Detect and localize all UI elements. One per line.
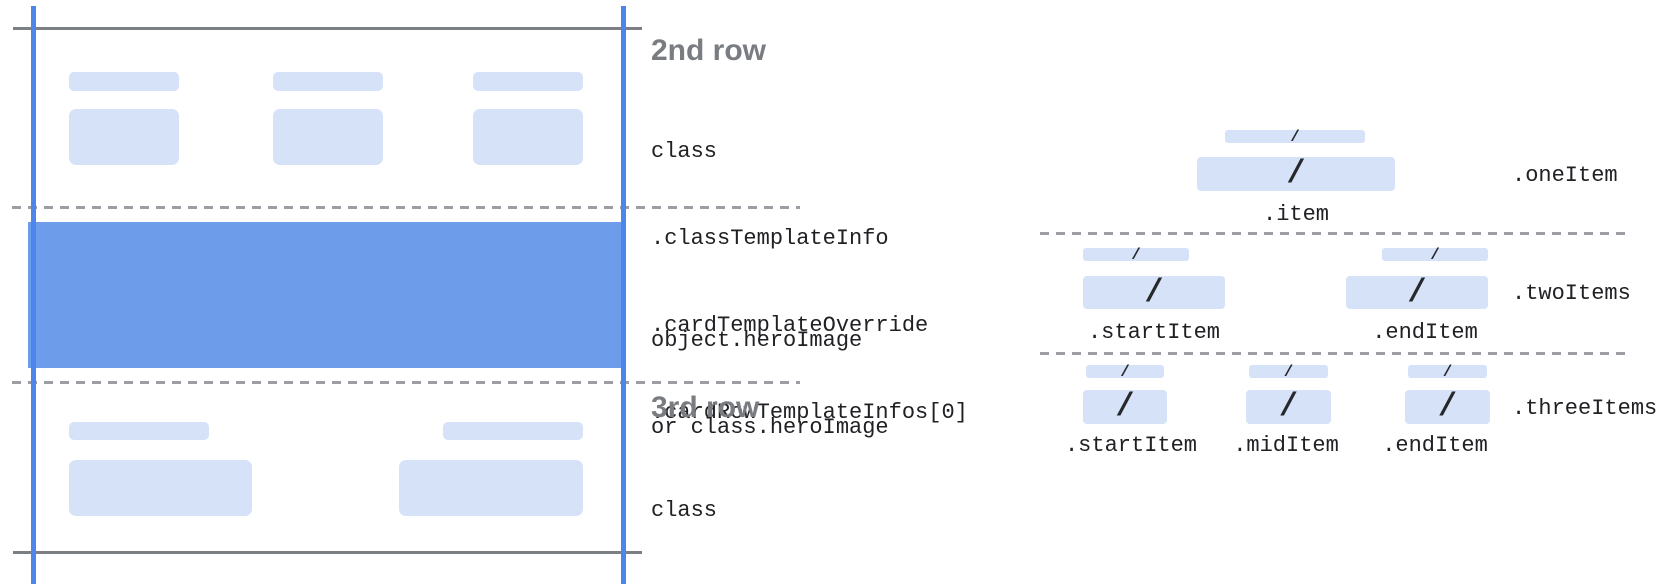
text-placeholder-slash: / xyxy=(1437,388,1458,425)
code-line: object.heroImage xyxy=(651,328,863,353)
item-label-bar: / xyxy=(1249,362,1328,381)
item-label-bar: / xyxy=(1086,362,1164,381)
item-value-bar: / xyxy=(1083,276,1225,309)
text-placeholder-slash: / xyxy=(1286,155,1306,192)
text-placeholder-slash: / xyxy=(1278,388,1299,425)
placeholder-chip xyxy=(69,109,179,165)
second-row-bottom-dashed-line xyxy=(12,206,800,209)
three-items-row-label: .threeItems xyxy=(1512,396,1658,421)
code-line: class xyxy=(651,139,718,164)
card-left-edge-line xyxy=(31,6,36,584)
item-label-bar: / xyxy=(1408,362,1487,381)
third-row-code-block: class .classTemplateInfo .cardTemplateOv… xyxy=(651,438,968,584)
placeholder-chip xyxy=(69,460,252,516)
text-placeholder-slash: / xyxy=(1430,245,1440,264)
text-placeholder-slash: / xyxy=(1120,362,1130,381)
text-placeholder-slash: / xyxy=(1442,362,1453,381)
card-right-edge-line xyxy=(621,6,626,584)
text-placeholder-slash: / xyxy=(1407,273,1427,311)
item-value-bar: / xyxy=(1246,390,1331,424)
diagram-dashed-separator xyxy=(1040,232,1630,235)
text-placeholder-slash: / xyxy=(1115,388,1135,425)
third-row-top-dashed-line xyxy=(12,381,800,384)
card-top-boundary-line xyxy=(13,27,642,30)
text-placeholder-slash: / xyxy=(1144,273,1164,311)
two-items-row-label: .twoItems xyxy=(1512,281,1631,306)
item-field-label: .endItem xyxy=(1372,320,1478,345)
code-line: .classTemplateInfo xyxy=(651,226,889,251)
text-placeholder-slash: / xyxy=(1283,362,1294,381)
item-value-bar: / xyxy=(1346,276,1488,309)
hero-image-code-block: object.heroImage or class.heroImage xyxy=(651,268,889,500)
placeholder-chip xyxy=(399,460,583,516)
item-label-bar: / xyxy=(1382,245,1488,264)
third-row-heading: 3rd row xyxy=(651,391,760,424)
card-bottom-boundary-line xyxy=(13,551,642,554)
item-field-label: .startItem xyxy=(1064,433,1198,458)
placeholder-chip xyxy=(473,72,583,91)
hero-image-band xyxy=(28,222,626,368)
text-placeholder-slash: / xyxy=(1290,127,1300,146)
code-line: class xyxy=(651,498,718,523)
item-value-bar: / xyxy=(1405,390,1490,424)
placeholder-chip xyxy=(473,109,583,165)
placeholder-chip xyxy=(273,109,383,165)
placeholder-chip xyxy=(69,422,209,440)
second-row-code-block: class .classTemplateInfo .cardTemplateOv… xyxy=(651,79,968,485)
item-label-bar: / xyxy=(1083,245,1189,264)
item-label-bar: / xyxy=(1225,127,1365,146)
placeholder-chip xyxy=(273,72,383,91)
item-field-label: .midItem xyxy=(1233,433,1339,458)
second-row-heading: 2nd row xyxy=(651,34,767,67)
code-line: .cardRowTemplateInfos[0] xyxy=(651,400,968,425)
placeholder-chip xyxy=(443,422,583,440)
one-item-row-label: .oneItem xyxy=(1512,163,1618,188)
item-value-bar: / xyxy=(1083,390,1167,424)
item-field-label: .item xyxy=(1262,202,1330,227)
diagram-dashed-separator xyxy=(1040,352,1630,355)
code-line: .cardTemplateOverride xyxy=(651,313,929,338)
item-field-label: .startItem xyxy=(1087,320,1221,345)
placeholder-chip xyxy=(69,72,179,91)
text-placeholder-slash: / xyxy=(1131,245,1141,264)
code-line: or class.heroImage xyxy=(651,415,889,440)
item-field-label: .endItem xyxy=(1382,433,1488,458)
item-value-bar: / xyxy=(1197,157,1395,191)
